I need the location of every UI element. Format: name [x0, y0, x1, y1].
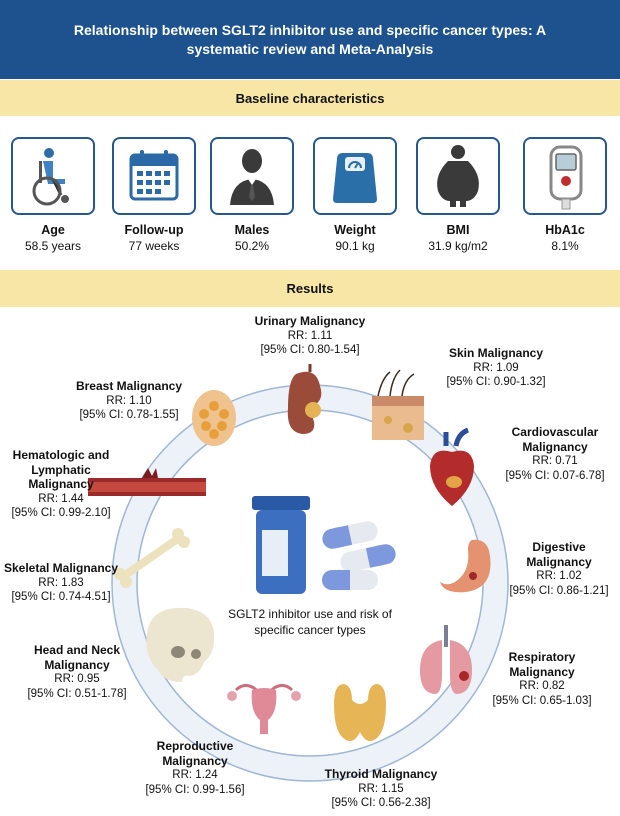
result-hematologic: Hematologic and Lymphatic Malignancy RR:… [3, 448, 119, 521]
page-title: Relationship between SGLT2 inhibitor use… [73, 21, 547, 57]
bone-icon [114, 528, 190, 588]
result-rr: RR: 1.09 [473, 361, 519, 374]
capsule-icon [322, 521, 396, 590]
stat-label: Weight [334, 223, 376, 237]
result-name: Cardiovascular Malignancy [511, 425, 599, 454]
result-ci: [95% CI: 0.74-4.51] [11, 591, 111, 603]
stat-value: 8.1% [551, 239, 579, 253]
age-card [11, 137, 95, 215]
result-cardiovascular: Cardiovascular Malignancy RR: 0.71 [95% … [494, 425, 616, 483]
result-ci: [95% CI: 0.80-1.54] [260, 344, 360, 356]
skull-icon [146, 607, 215, 682]
thyroid-icon [334, 684, 386, 741]
result-name: Hematologic and Lymphatic Malignancy [12, 448, 110, 491]
result-name: Urinary Malignancy [254, 314, 366, 328]
baseline-title: Baseline characteristics [235, 90, 385, 106]
result-thyroid: Thyroid Malignancy RR: 1.15 [95% CI: 0.5… [303, 767, 459, 811]
result-name: Skin Malignancy [448, 346, 544, 360]
result-urinary: Urinary Malignancy RR: 1.11 [95% CI: 0.8… [240, 314, 380, 358]
stat-value: 90.1 kg [335, 239, 375, 253]
skin-icon [372, 369, 424, 440]
result-head-neck: Head and Neck Malignancy RR: 0.95 [95% C… [18, 643, 136, 701]
result-breast: Breast Malignancy RR: 1.10 [95% CI: 0.78… [64, 379, 194, 423]
stat-label: Age [41, 223, 65, 237]
result-name: Skeletal Malignancy [3, 561, 119, 575]
stomach-icon [440, 539, 491, 593]
result-ci: [95% CI: 0.51-1.78] [27, 687, 127, 700]
result-ci: [95% CI: 0.65-1.03] [492, 694, 592, 707]
stat-follow-up: Follow-up 77 weeks [104, 222, 204, 254]
bmi-card [416, 137, 500, 215]
heart-icon [430, 427, 474, 506]
result-name: Respiratory Malignancy [508, 650, 576, 679]
result-name: Digestive Malignancy [526, 540, 592, 569]
result-rr: RR: 0.82 [519, 680, 565, 692]
stat-value: 58.5 years [24, 239, 82, 253]
kidney-icon [287, 364, 322, 434]
header-banner: Relationship between SGLT2 inhibitor use… [0, 0, 620, 79]
pill-bottle-icon [252, 496, 310, 594]
stat-bmi: BMI 31.9 kg/m2 [408, 222, 508, 254]
result-ci: [95% CI: 0.86-1.21] [509, 584, 609, 597]
result-skeletal: Skeletal Malignancy RR: 1.83 [95% CI: 0.… [3, 561, 119, 605]
result-rr: RR: 1.11 [287, 329, 333, 342]
result-rr: RR: 1.10 [106, 394, 152, 407]
result-reproductive: Reproductive Malignancy RR: 1.24 [95% CI… [136, 739, 254, 797]
results-band: Results [0, 270, 620, 307]
uterus-icon [227, 683, 301, 734]
result-ci: [95% CI: 0.99-2.10] [11, 507, 111, 519]
stat-males: Males 50.2% [202, 222, 302, 254]
stat-weight: Weight 90.1 kg [305, 222, 405, 254]
result-name: Thyroid Malignancy [324, 767, 438, 781]
stat-label: Follow-up [124, 223, 184, 237]
result-rr: RR: 1.15 [358, 782, 404, 795]
breast-icon [192, 390, 236, 446]
scale-icon [333, 153, 377, 203]
result-rr: RR: 1.24 [172, 769, 218, 781]
stat-age: Age 58.5 years [3, 222, 103, 254]
result-rr: RR: 1.02 [536, 570, 582, 582]
result-name: Reproductive Malignancy [156, 739, 234, 768]
results-diagram [88, 364, 509, 782]
result-rr: RR: 1.83 [38, 576, 84, 589]
result-skin: Skin Malignancy RR: 1.09 [95% CI: 0.90-1… [434, 346, 558, 390]
result-ci: [95% CI: 0.99-1.56] [145, 783, 245, 796]
baseline-band: Baseline characteristics [0, 80, 620, 116]
obese-person-icon [437, 145, 479, 207]
stat-hba1c: HbA1c 8.1% [515, 222, 615, 254]
follow-up-card [112, 137, 196, 215]
weight-card [313, 137, 397, 215]
glucometer-icon [549, 145, 583, 210]
result-ci: [95% CI: 0.78-1.55] [79, 409, 179, 421]
results-title: Results [286, 281, 334, 296]
result-respiratory: Respiratory Malignancy RR: 0.82 [95% CI:… [482, 650, 602, 708]
result-rr: RR: 0.71 [532, 455, 578, 467]
center-caption: SGLT2 inhibitor use and risk of specific… [228, 607, 392, 637]
stat-label: BMI [446, 223, 470, 237]
male-person-icon [230, 149, 274, 205]
result-ci: [95% CI: 0.90-1.32] [446, 376, 546, 388]
result-rr: RR: 0.95 [54, 673, 100, 685]
result-digestive: Digestive Malignancy RR: 1.02 [95% CI: 0… [500, 540, 618, 598]
hba1c-card [523, 137, 607, 215]
stat-value: 31.9 kg/m2 [428, 239, 488, 253]
stat-value: 77 weeks [128, 239, 180, 253]
wheelchair-icon [32, 148, 69, 206]
males-card [210, 137, 294, 215]
result-rr: RR: 1.44 [38, 492, 84, 505]
result-name: Head and Neck Malignancy [33, 643, 121, 672]
result-name: Breast Malignancy [75, 379, 183, 393]
result-ci: [95% CI: 0.56-2.38] [331, 797, 431, 809]
calendar-icon [129, 150, 179, 201]
result-ci: [95% CI: 0.07-6.78] [505, 469, 605, 482]
stat-label: HbA1c [545, 223, 585, 237]
lungs-icon [420, 625, 472, 694]
stat-label: Males [234, 223, 270, 237]
blood-vessel-icon [88, 468, 206, 496]
stat-value: 50.2% [234, 239, 270, 253]
